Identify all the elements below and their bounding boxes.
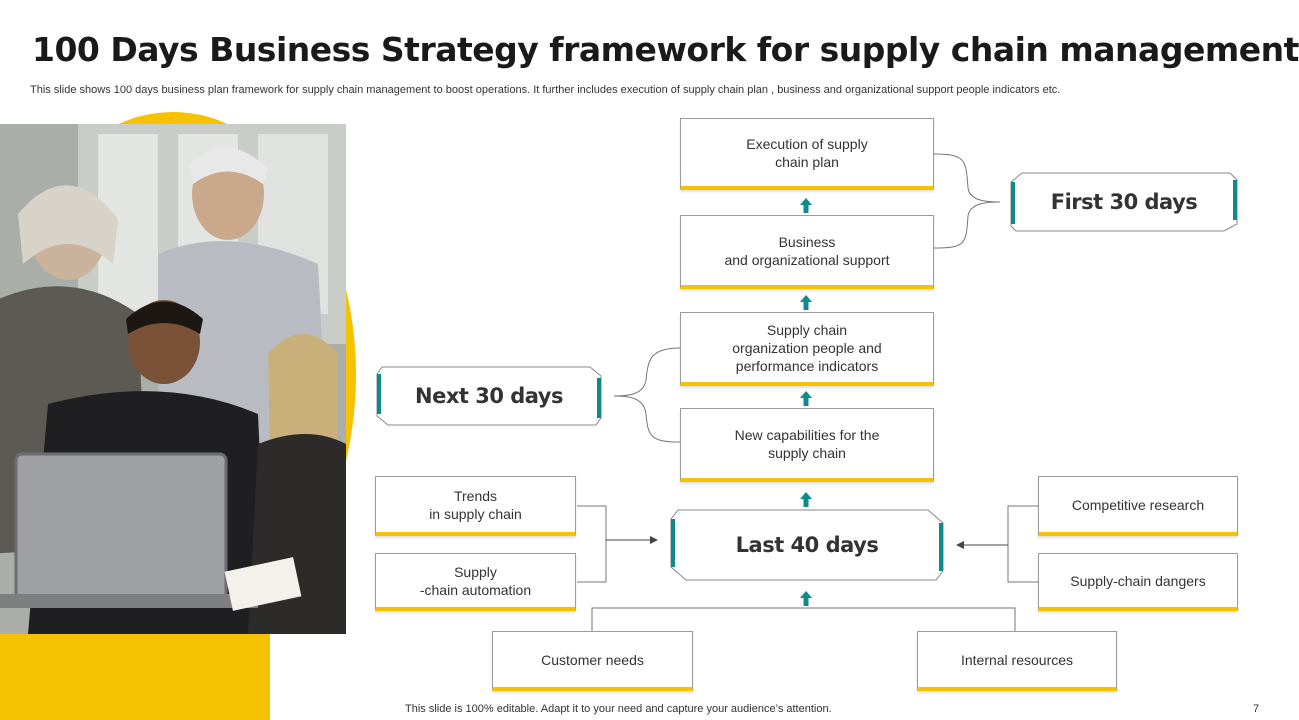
- page-number: 7: [1253, 703, 1260, 715]
- team-photo: [0, 124, 346, 634]
- phase-next-30-days: Next 30 days: [376, 366, 602, 426]
- bottom-inputs-bracket: [591, 607, 1016, 632]
- input-internal-resources: Internal resources: [917, 631, 1117, 691]
- badge-frame: [670, 509, 944, 581]
- left-inputs-bracket: [577, 505, 607, 583]
- phase-last-label: Last 40 days: [735, 533, 879, 557]
- input-trends: Trends in supply chain: [375, 476, 576, 536]
- phase-first-label: First 30 days: [1050, 190, 1198, 214]
- up-arrow-icon: [800, 391, 812, 406]
- up-arrow-icon: [800, 492, 812, 507]
- phase-first-30-days: First 30 days: [1010, 172, 1238, 232]
- input-supply-chain-dangers: Supply-chain dangers: [1038, 553, 1238, 611]
- input-competitive-research: Competitive research: [1038, 476, 1238, 536]
- badge-frame: [376, 366, 602, 426]
- next-phase-bracket: [613, 347, 681, 443]
- up-arrow-icon: [800, 591, 812, 606]
- up-arrow-icon: [800, 198, 812, 213]
- up-arrow-icon: [800, 295, 812, 310]
- team-photo-illustration: [0, 124, 346, 634]
- input-automation: Supply -chain automation: [375, 553, 576, 611]
- step-execution: Execution of supply chain plan: [680, 118, 934, 190]
- first-phase-bracket: [933, 153, 1001, 249]
- step-indicators: Supply chain organization people and per…: [680, 312, 934, 386]
- badge-frame: [1010, 172, 1238, 232]
- slide-subtitle: This slide shows 100 days business plan …: [30, 84, 1061, 96]
- phase-next-label: Next 30 days: [415, 384, 564, 408]
- step-capabilities: New capabilities for the supply chain: [680, 408, 934, 482]
- input-customer-needs: Customer needs: [492, 631, 693, 691]
- slide-title: 100 Days Business Strategy framework for…: [32, 30, 1299, 69]
- right-inputs-bracket: [1007, 505, 1039, 583]
- slide-footer: This slide is 100% editable. Adapt it to…: [405, 703, 832, 715]
- phase-last-40-days: Last 40 days: [670, 509, 944, 581]
- step-business-support: Business and organizational support: [680, 215, 934, 289]
